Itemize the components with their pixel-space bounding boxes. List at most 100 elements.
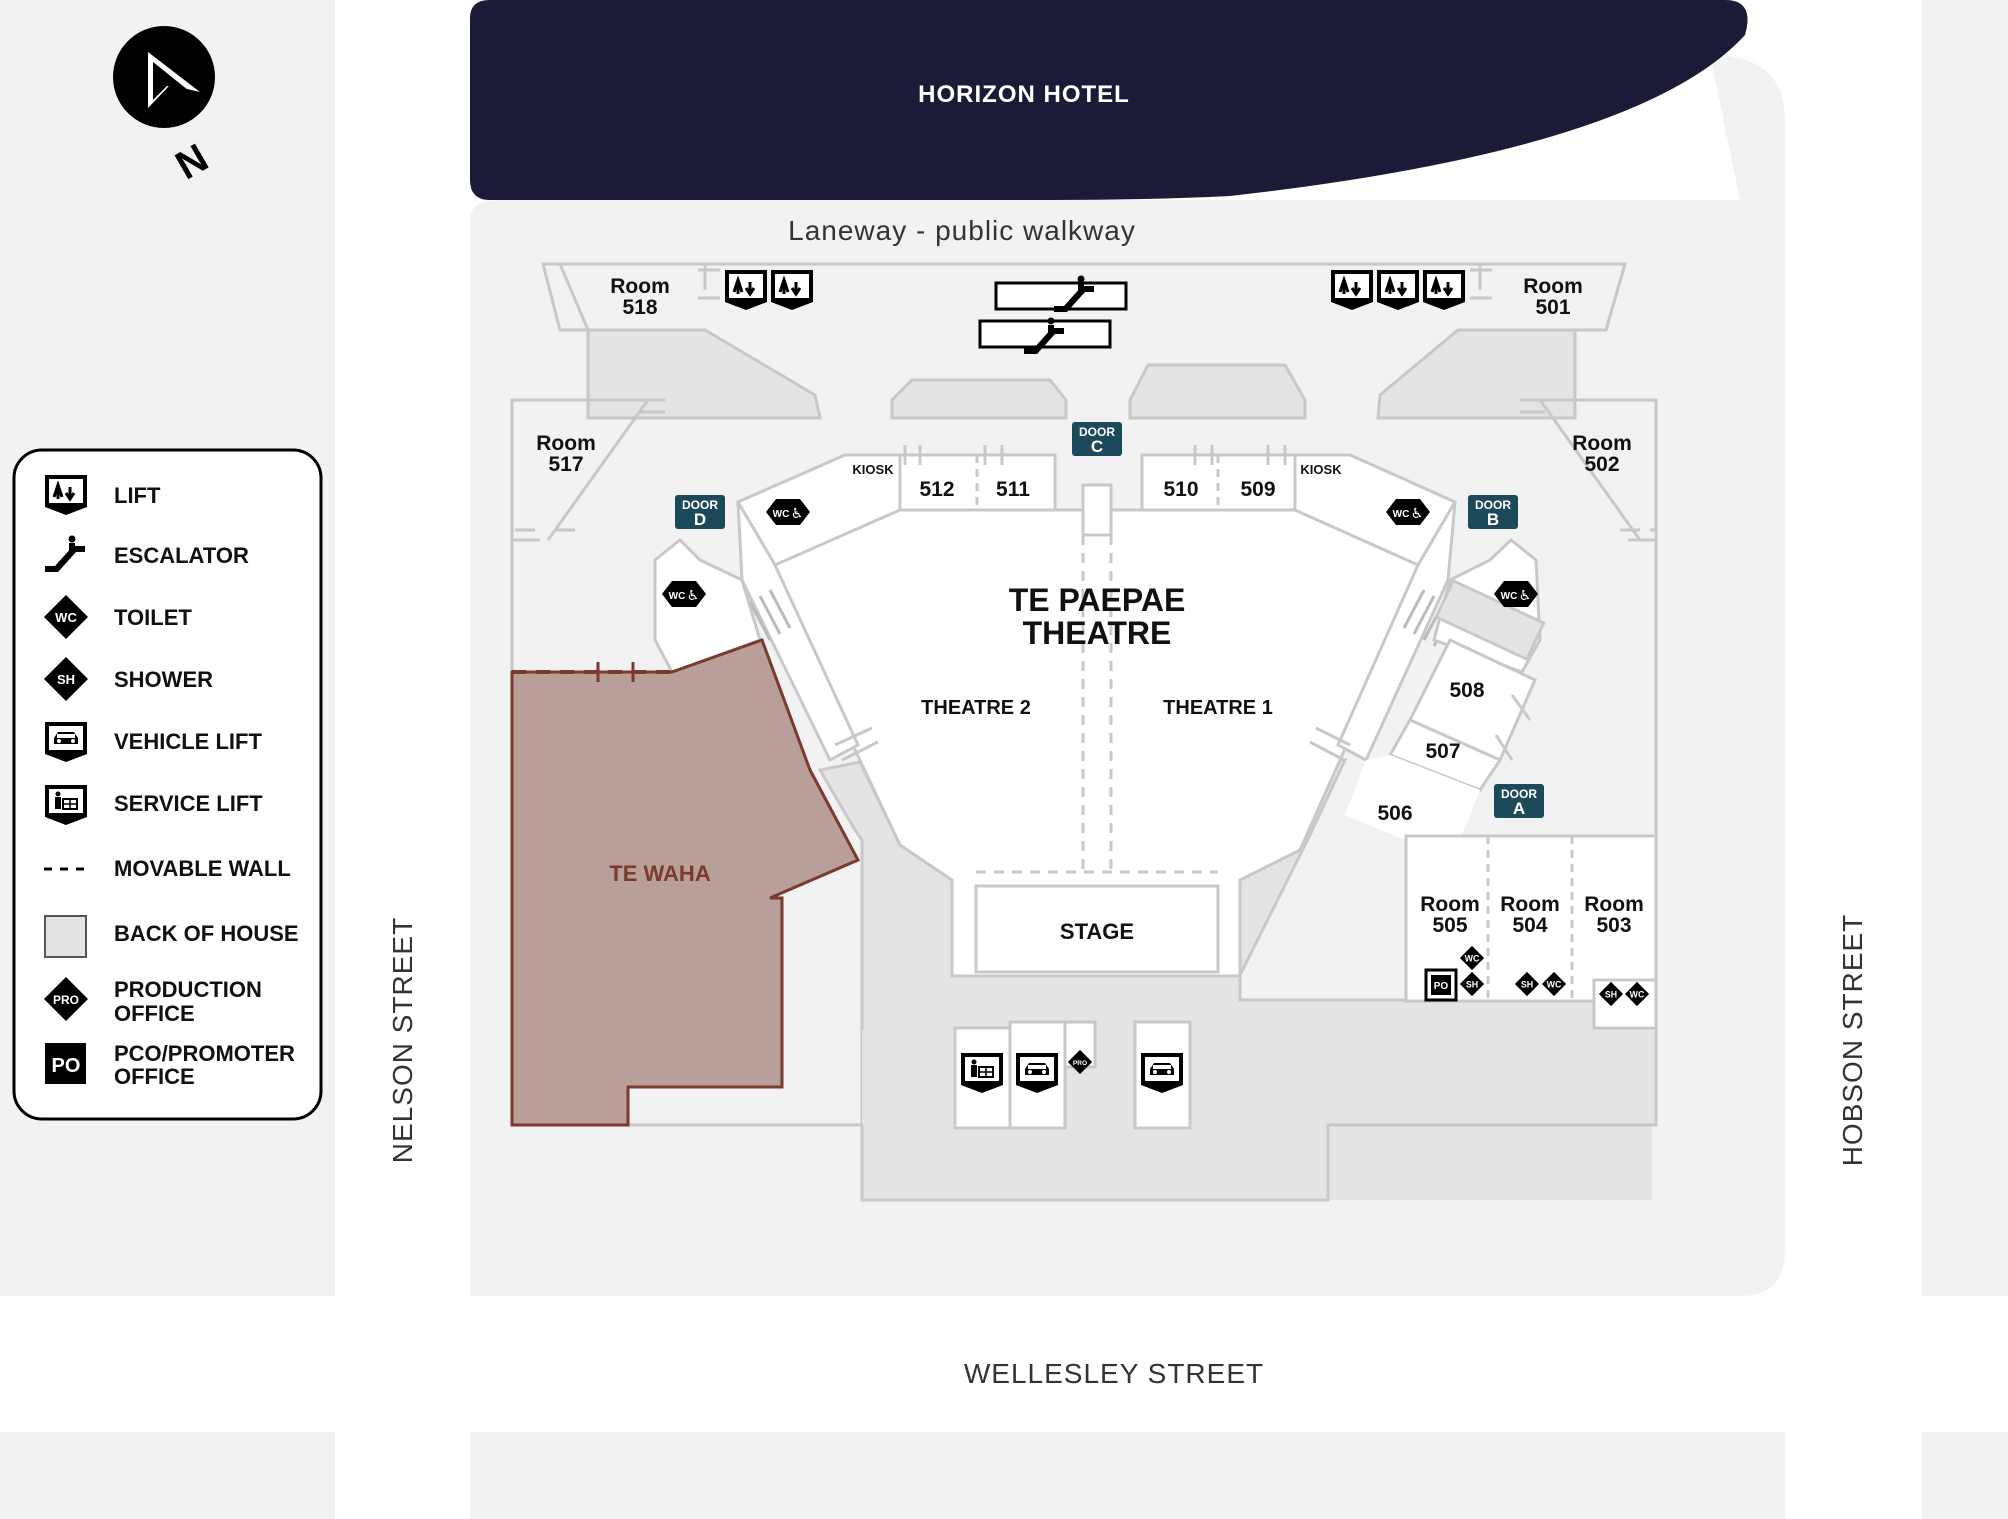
room-511-label: 511	[996, 478, 1030, 501]
wc-text: WC	[1393, 509, 1410, 520]
door-d-line1: DOOR	[682, 498, 718, 512]
door-d[interactable]: DOOR D	[675, 495, 725, 529]
legend: LIFT ESCALATOR WC TOILET SH SHOWER VEHIC…	[12, 448, 323, 1121]
escalator-icon[interactable]	[978, 275, 1128, 355]
room-512-label: 512	[919, 478, 954, 501]
svg-text:♿: ♿	[791, 505, 804, 521]
room-509-label: 509	[1240, 478, 1275, 501]
room-505-label-2: 505	[1432, 914, 1467, 937]
door-a-line2: A	[1513, 799, 1525, 818]
accessible-toilet-icon: WC ♿	[1386, 499, 1430, 525]
room-503-label-1: Room	[1584, 893, 1644, 916]
shower-icon: SH	[1598, 981, 1624, 1007]
legend-service-lift-icon	[44, 784, 88, 826]
te-paepae-theatre[interactable]: TE PAEPAE THEATRE THEATRE 2 THEATRE 1 ST…	[921, 582, 1273, 944]
lift-icon	[1329, 268, 1375, 312]
legend-service-lift-label: SERVICE LIFT	[114, 791, 263, 816]
legend-vehicle-lift-label: VEHICLE LIFT	[114, 729, 262, 754]
production-office-icon: PRO	[1067, 1049, 1093, 1075]
legend-toilet-icon: WC	[44, 595, 88, 639]
room-518-label-2: 518	[622, 296, 657, 319]
theatre-title-line2: THEATRE	[1023, 615, 1172, 651]
laneway-label: Laneway - public walkway	[788, 215, 1136, 246]
legend-lift-label: LIFT	[114, 483, 161, 508]
svg-text:♿: ♿	[1519, 587, 1532, 603]
accessible-toilet-icon: WC ♿	[1494, 581, 1538, 607]
room-510-label: 510	[1163, 478, 1198, 501]
toilet-icon: WC	[1459, 945, 1485, 971]
legend-pco-label-1: PCO/PROMOTER	[114, 1041, 295, 1066]
legend-production-label-1: PRODUCTION	[114, 977, 262, 1002]
door-c-line2: C	[1091, 437, 1103, 456]
wellesley-street-label: WELLESLEY STREET	[964, 1358, 1264, 1389]
door-a[interactable]: DOOR A	[1494, 784, 1544, 818]
room-505-label-1: Room	[1420, 893, 1480, 916]
wc-text: WC	[1630, 989, 1645, 999]
vehicle-lift-icon	[1141, 1053, 1183, 1093]
hobson-street-label: HOBSON STREET	[1837, 914, 1868, 1167]
pco-office-icon: PO	[1424, 968, 1458, 1002]
door-c[interactable]: DOOR C	[1072, 422, 1122, 456]
sh-text: SH	[1521, 979, 1533, 989]
pro-text: PRO	[1073, 1060, 1087, 1067]
floor-plate	[510, 262, 1658, 1202]
shower-icon: SH	[1514, 971, 1540, 997]
accessible-toilet-icon: WC ♿	[662, 581, 706, 607]
sh-text: SH	[1466, 979, 1478, 989]
toilet-icon: WC	[1624, 981, 1650, 1007]
legend-lift-icon	[43, 473, 89, 517]
sh-text: SH	[1605, 989, 1617, 999]
door-b-line1: DOOR	[1475, 498, 1511, 512]
kiosk-right-label: KIOSK	[1300, 462, 1342, 477]
lift-icon	[1375, 268, 1421, 312]
vehicle-lift-icon	[1016, 1053, 1058, 1093]
legend-production-office-icon: PRO	[44, 977, 88, 1021]
legend-vehicle-lift-icon	[45, 722, 87, 762]
legend-back-of-house-label: BACK OF HOUSE	[114, 921, 299, 946]
room-502-label-1: Room	[1572, 432, 1632, 455]
legend-pco-office-icon	[45, 1043, 86, 1084]
room-503-label-2: 503	[1596, 914, 1631, 937]
room-517-label-2: 517	[548, 453, 583, 476]
te-waha-room[interactable]: TE WAHA	[510, 638, 861, 1127]
legend-sh-text: SH	[57, 672, 75, 687]
room-504-label-2: 504	[1512, 914, 1547, 937]
legend-movable-wall-label: MOVABLE WALL	[114, 856, 291, 881]
door-d-line2: D	[694, 510, 706, 529]
theatre-title-line1: TE PAEPAE	[1009, 582, 1186, 618]
wc-text: WC	[1465, 953, 1480, 963]
wc-text: WC	[1547, 979, 1562, 989]
stage-label: STAGE	[1060, 919, 1134, 944]
room-518-label-1: Room	[610, 275, 670, 298]
lift-icon	[769, 268, 815, 312]
service-lift-icon	[960, 1052, 1004, 1094]
legend-back-of-house-swatch	[44, 915, 87, 958]
svg-text:♿: ♿	[687, 587, 700, 603]
legend-production-label-2: OFFICE	[114, 1001, 195, 1026]
theatre-1-label: THEATRE 1	[1163, 697, 1273, 719]
shower-icon: SH	[1459, 971, 1485, 997]
room-501-label-1: Room	[1523, 275, 1583, 298]
nelson-street-label: NELSON STREET	[387, 917, 418, 1163]
legend-wc-text: WC	[55, 610, 77, 625]
po-text: PO	[1434, 981, 1449, 992]
door-c-line1: DOOR	[1079, 425, 1115, 439]
toilet-icon: WC	[1541, 971, 1567, 997]
accessible-toilet-icon: WC ♿	[766, 499, 810, 525]
room-502-label-2: 502	[1584, 453, 1619, 476]
legend-pco-label-2: OFFICE	[114, 1064, 195, 1089]
theatre-2-label: THEATRE 2	[921, 697, 1031, 719]
wc-text: WC	[1501, 591, 1518, 602]
room-508-label: 508	[1449, 679, 1484, 702]
room-506-label: 506	[1377, 802, 1412, 825]
legend-shower-label: SHOWER	[114, 667, 213, 692]
legend-po-text: PO	[52, 1055, 81, 1077]
room-501-label-2: 501	[1535, 296, 1570, 319]
legend-shower-icon: SH	[44, 657, 88, 701]
room-507-label: 507	[1425, 740, 1460, 763]
wc-text: WC	[669, 591, 686, 602]
te-waha-label: TE WAHA	[609, 861, 711, 886]
legend-toilet-label: TOILET	[114, 605, 192, 630]
door-b[interactable]: DOOR B	[1468, 495, 1518, 529]
lift-icon	[723, 268, 769, 312]
